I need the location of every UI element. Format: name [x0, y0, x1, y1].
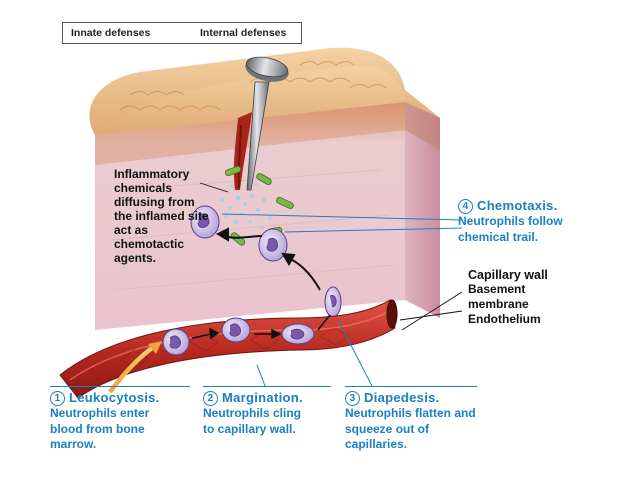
chemotaxis-description: Neutrophils follow chemical trail. [458, 214, 563, 244]
basement-membrane-label: Basement membrane [468, 282, 529, 311]
divider [203, 386, 331, 388]
defense-category-banner: Innate defenses Internal defenses [62, 22, 302, 44]
step-description: Neutrophils enter blood from bone marrow… [50, 406, 150, 452]
step-number-2: 2 [203, 391, 218, 407]
inflammatory-chemicals-label: Inflammatory chemicals diffusing from th… [114, 167, 209, 265]
divider [345, 386, 477, 388]
step-number-3: 3 [345, 391, 360, 407]
step-title-text: Diapedesis. [364, 390, 440, 406]
internal-defenses-label: Internal defenses [200, 27, 287, 39]
step-number-4: 4 [458, 199, 473, 214]
endothelium-label: Endothelium [468, 312, 541, 326]
chemotaxis-title-text: Chemotaxis. [477, 198, 558, 213]
innate-defenses-label: Innate defenses [71, 27, 151, 39]
chemotaxis-title: 4 Chemotaxis. [458, 198, 633, 214]
step-description: Neutrophils cling to capillary wall. [203, 406, 302, 436]
step-number-1: 1 [50, 391, 65, 407]
chemotaxis-callout: 4 Chemotaxis. Neutrophils follow chemical… [458, 198, 633, 245]
capillary-wall-labels: Capillary wall Basement membrane Endothe… [468, 268, 588, 327]
step-title-text: Leukocytosis. [69, 390, 160, 406]
capillary-wall-title: Capillary wall [468, 268, 548, 282]
step-title-text: Margination. [222, 390, 303, 406]
nail-icon [245, 56, 289, 191]
divider [50, 386, 190, 388]
step-description: Neutrophils flatten and squeeze out of c… [345, 406, 476, 452]
